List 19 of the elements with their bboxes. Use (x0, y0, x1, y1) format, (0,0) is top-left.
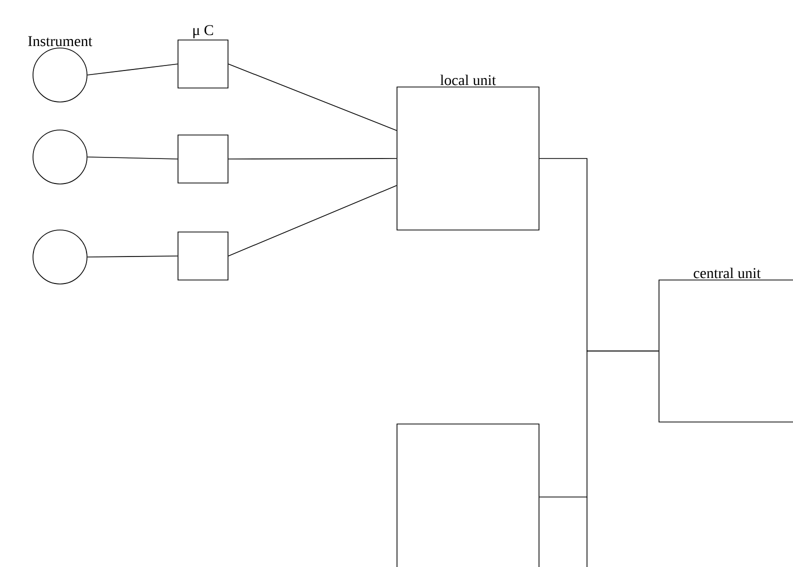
connector-line (87, 256, 178, 258)
unit-box (178, 134, 228, 184)
connector-line (87, 64, 178, 76)
node-label: local unit (440, 74, 496, 86)
unit-box (396, 424, 540, 567)
connector-line (539, 350, 659, 498)
instrument-circle (32, 230, 88, 284)
connector-line (228, 158, 397, 160)
instrument-circle (32, 130, 88, 184)
labeled-box: central unit (658, 268, 793, 422)
connector-line (228, 64, 397, 131)
connector-line (228, 185, 397, 256)
node-label: Instrument (28, 36, 92, 46)
node-label: μ C (193, 25, 214, 38)
unit-box (178, 232, 228, 280)
labeled-box: μ C (178, 25, 228, 88)
labeled-box: local unit (396, 74, 540, 230)
node-label: central unit (694, 268, 761, 278)
connector-line (87, 156, 178, 160)
